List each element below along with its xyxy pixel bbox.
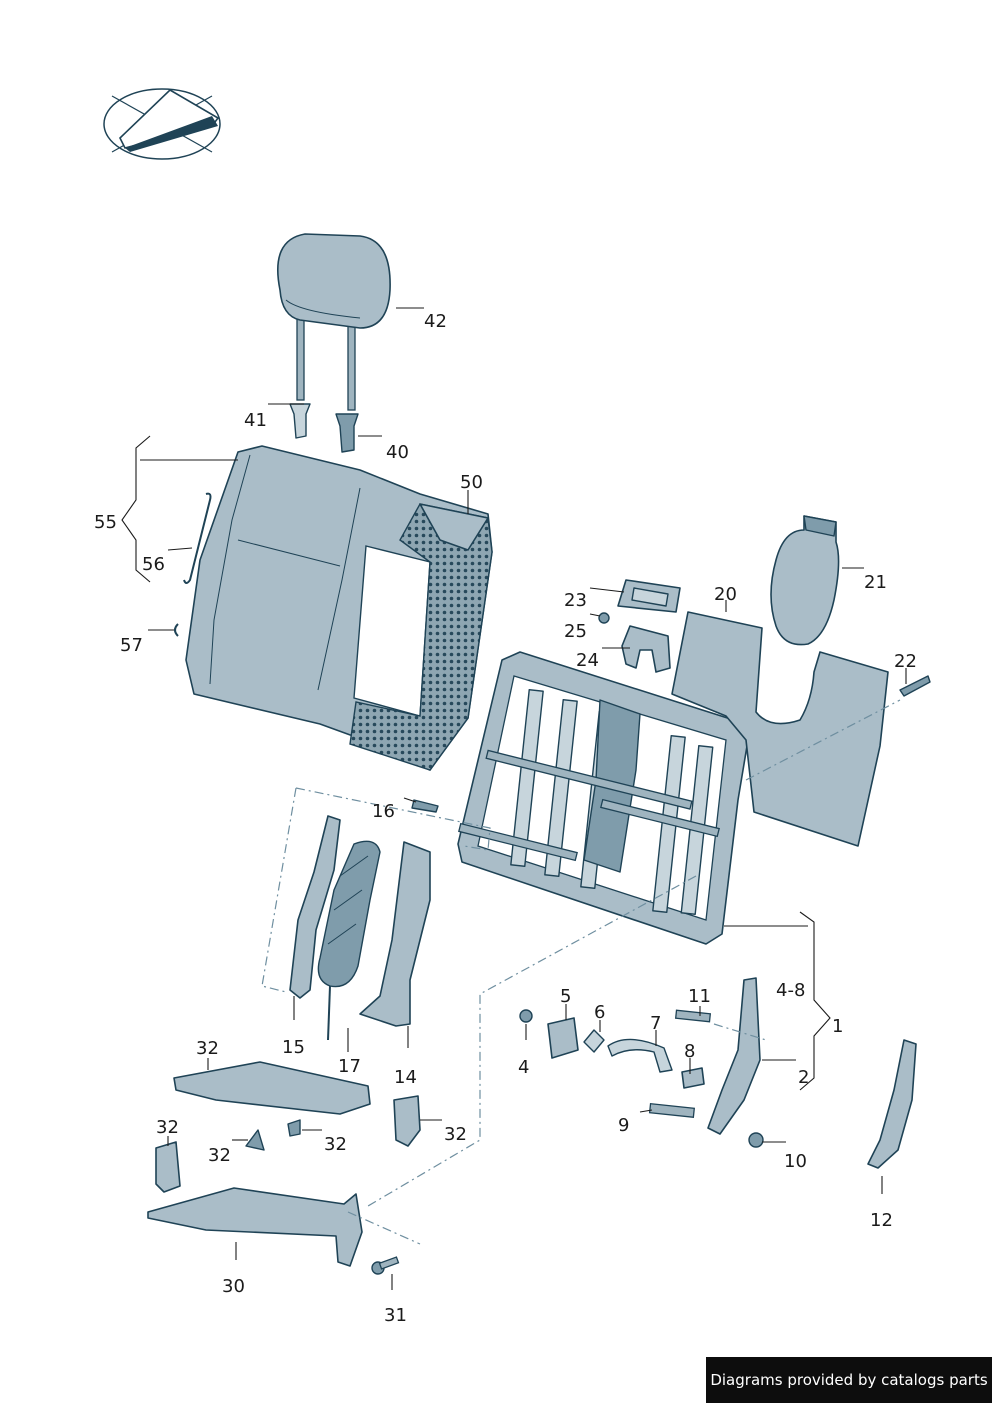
callout-40: 40 (386, 442, 409, 463)
callout-8: 8 (684, 1041, 695, 1062)
callout-16: 16 (372, 801, 395, 822)
shell-30 (147, 1187, 363, 1267)
callout-57: 57 (120, 635, 143, 656)
callout-30: 30 (222, 1276, 245, 1297)
callout-32-left: 32 (156, 1117, 179, 1138)
screw-22 (899, 675, 931, 697)
callout-11: 11 (688, 986, 711, 1007)
brace-1 (799, 911, 831, 1091)
callout-24: 24 (576, 650, 599, 671)
backrest-frame (457, 651, 749, 945)
callout-12: 12 (870, 1210, 893, 1231)
callout-55: 55 (94, 512, 117, 533)
side-trim-15 (289, 815, 341, 999)
callout-6: 6 (594, 1002, 605, 1023)
callout-20: 20 (714, 584, 737, 605)
callout-25: 25 (564, 621, 587, 642)
clip-57 (174, 623, 179, 637)
hinge-bracket-2 (707, 977, 761, 1135)
credit-banner: Diagrams provided by catalogs parts (706, 1357, 992, 1403)
screw-16 (411, 799, 439, 813)
callout-56: 56 (142, 554, 165, 575)
shell-32 (173, 1061, 371, 1115)
callout-22: 22 (894, 651, 917, 672)
callout-41: 41 (244, 410, 267, 431)
callout-14: 14 (394, 1067, 417, 1088)
callout-15: 15 (282, 1037, 305, 1058)
screw-25 (598, 612, 610, 624)
callout-42: 42 (424, 311, 447, 332)
handle-23 (617, 579, 681, 613)
headrest (276, 233, 391, 411)
callout-32-top: 32 (196, 1038, 219, 1059)
callout-32-cap: 32 (208, 1145, 231, 1166)
callout-10: 10 (784, 1151, 807, 1172)
callout-labels: 42 41 40 50 55 56 57 21 20 23 25 24 22 1… (94, 311, 917, 1326)
credit-text: Diagrams provided by catalogs parts (710, 1371, 988, 1389)
assembly-lines (261, 699, 901, 1245)
trim-12 (867, 1039, 917, 1169)
cover-21 (770, 515, 840, 646)
callout-1: 1 (832, 1016, 843, 1037)
callout-23: 23 (564, 590, 587, 611)
clip-32-side (155, 1095, 421, 1193)
brace-55 (121, 435, 151, 583)
callout-4: 4 (518, 1057, 529, 1078)
callout-17: 17 (338, 1056, 361, 1077)
callout-7: 7 (650, 1013, 661, 1034)
side-trim-14 (359, 841, 431, 1027)
callout-5: 5 (560, 986, 571, 1007)
callout-4-8: 4-8 (776, 980, 805, 1001)
leader-lines (140, 307, 907, 1290)
callout-32-right: 32 (444, 1124, 467, 1145)
callout-9: 9 (618, 1115, 629, 1136)
callout-32-clip: 32 (324, 1134, 347, 1155)
backrest-padding (185, 445, 493, 771)
bracket-24 (621, 625, 671, 673)
headrest-guide-41 (289, 403, 311, 439)
small-parts-4-11 (519, 1009, 764, 1148)
callout-31: 31 (384, 1305, 407, 1326)
screw-31 (371, 1256, 400, 1275)
rear-panel (671, 611, 889, 847)
callout-21: 21 (864, 572, 887, 593)
callout-2: 2 (798, 1067, 809, 1088)
headrest-guide-40 (335, 413, 359, 453)
wire-56 (183, 492, 212, 584)
airbag-17 (317, 840, 381, 1041)
orientation-logo (103, 88, 221, 160)
callout-50: 50 (460, 472, 483, 493)
